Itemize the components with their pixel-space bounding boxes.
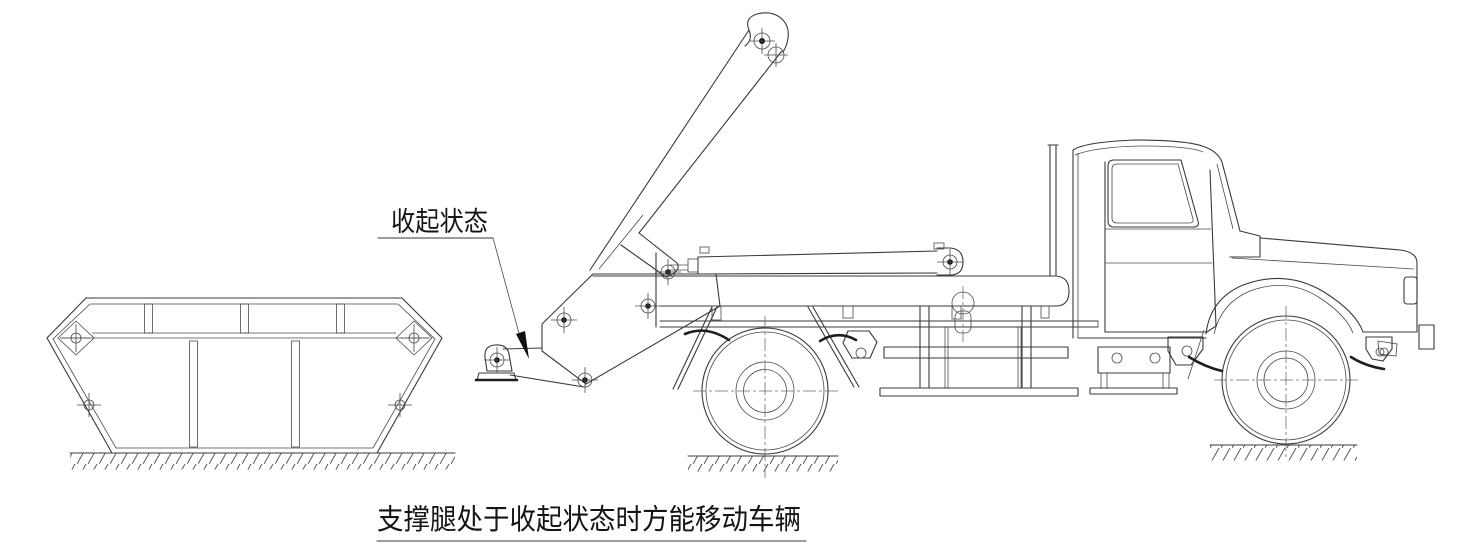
subframe-deck — [592, 252, 1070, 328]
step-box — [1089, 346, 1178, 395]
support-leg-plate — [541, 273, 721, 385]
pivot-plate-upper — [551, 307, 577, 333]
leaf-spring-rear-left — [683, 329, 731, 342]
rear-wheel — [693, 316, 838, 478]
skid-plate — [879, 387, 1079, 397]
pivot-plate-lower — [572, 367, 598, 393]
caption: 支撑腿处于收起状态时方能移动车辆 — [376, 503, 807, 542]
stowed-cylinder — [655, 242, 964, 285]
a-pillar — [1221, 161, 1241, 232]
hood-line — [1259, 237, 1418, 333]
front-spring-bracket-rear — [1167, 336, 1204, 366]
annotation-leader: 收起状态 — [377, 207, 529, 359]
cowl-box — [1229, 230, 1261, 258]
hanging-hook — [951, 286, 975, 342]
front-fender — [1205, 277, 1364, 335]
chassis-underframe — [659, 286, 1099, 397]
annotation-label: 收起状态 — [391, 207, 488, 238]
pivot-arm-hinge — [635, 293, 661, 319]
front-wheel — [1214, 306, 1358, 460]
support-leg-assembly — [474, 273, 721, 393]
pivot-foot — [484, 347, 510, 373]
caption-text: 支撑腿处于收起状态时方能移动车辆 — [377, 503, 801, 536]
boom-head — [747, 12, 789, 53]
skip-container — [46, 297, 443, 454]
pivot-boom-head — [749, 28, 775, 54]
headlight — [1403, 276, 1418, 305]
boom-head-eye — [764, 43, 788, 67]
exhaust-stack — [1047, 144, 1059, 277]
pivot-cylinder-head — [937, 249, 963, 275]
leaf-spring-front-left — [1187, 355, 1224, 373]
corner-gusset-left — [57, 320, 95, 356]
pivot-cylinder-rod — [655, 259, 681, 285]
leader-arrowhead — [516, 331, 529, 359]
front-spring-bracket-front — [1365, 336, 1393, 362]
tow-bracket — [1377, 340, 1398, 357]
leaf-spring-front-right — [1349, 355, 1386, 371]
truck-cab — [1072, 139, 1435, 380]
ground-hatching-rear-wheel — [687, 455, 839, 472]
cab-side-window — [1107, 159, 1199, 228]
front-bumper — [1418, 324, 1435, 350]
ground-hatching-front-wheel — [1209, 444, 1358, 461]
spring-hanger-bracket — [842, 330, 878, 359]
cab-roof — [1072, 139, 1223, 163]
corner-gusset-right — [395, 320, 433, 356]
ground-hatching-container — [69, 452, 456, 470]
side-bar — [883, 346, 1069, 359]
leaf-spring-rear-right — [818, 333, 858, 343]
support-foot-bracket — [484, 344, 513, 372]
lift-boom — [589, 12, 789, 278]
